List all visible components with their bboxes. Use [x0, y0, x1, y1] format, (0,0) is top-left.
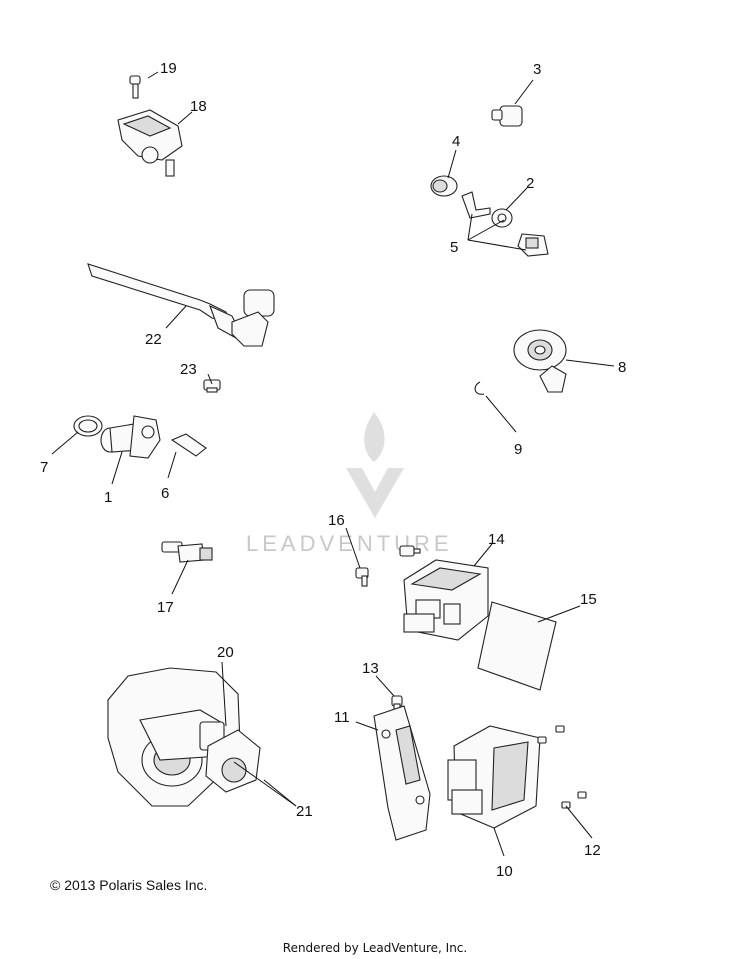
part-3-plug[interactable] [491, 105, 523, 127]
callout-19: 19 [160, 60, 177, 77]
callout-22: 22 [145, 331, 162, 348]
callout-3: 3 [533, 61, 541, 78]
watermark-text: LEADVENTURE [246, 531, 453, 556]
part-7-o-ring[interactable] [73, 415, 103, 437]
part-8-knock-sensor[interactable] [513, 329, 567, 393]
watermark-logo [346, 412, 404, 518]
callout-11: 11 [334, 709, 350, 726]
part-19-bolt[interactable] [129, 75, 141, 99]
copyright-notice: © 2013 Polaris Sales Inc. [50, 877, 208, 893]
part-4-cap[interactable] [430, 175, 458, 197]
part-1-cam-sensor[interactable] [100, 415, 161, 459]
part-10-ecu[interactable] [447, 725, 541, 829]
part-16-screws[interactable] [355, 545, 421, 587]
part-17-temp-sensor[interactable] [161, 541, 213, 563]
callout-1: 1 [104, 489, 112, 506]
callout-23: 23 [180, 361, 197, 378]
callout-10: 10 [496, 863, 513, 880]
callout-4: 4 [452, 133, 460, 150]
callout-15: 15 [580, 591, 597, 608]
callout-labels: 19 18 3 4 2 5 22 8 23 9 7 1 6 16 14 15 1… [40, 60, 626, 880]
callout-17: 17 [157, 599, 174, 616]
part-18-map-sensor[interactable] [117, 109, 183, 177]
callout-13: 13 [362, 660, 379, 677]
part-9-clip[interactable] [474, 381, 485, 395]
callout-2: 2 [526, 175, 534, 192]
callout-8: 8 [618, 359, 626, 376]
rendered-by-footer: Rendered by LeadVenture, Inc. [282, 941, 468, 955]
callout-6: 6 [161, 485, 169, 502]
callout-20: 20 [217, 644, 234, 661]
part-11-bracket[interactable] [373, 705, 431, 841]
part-15-gasket[interactable] [477, 601, 557, 691]
callout-21: 21 [296, 803, 313, 820]
leader-lines [51, 71, 615, 857]
callout-12: 12 [584, 842, 601, 859]
callout-18: 18 [190, 98, 207, 115]
part-6-pin[interactable] [170, 433, 207, 457]
callout-7: 7 [40, 459, 48, 476]
part-21-motor[interactable] [205, 729, 261, 793]
part-22-crank-sensor[interactable] [87, 263, 275, 347]
callout-14: 14 [488, 531, 505, 548]
callout-9: 9 [514, 441, 522, 458]
part-2-washer[interactable] [491, 208, 513, 228]
part-12-screws[interactable] [537, 725, 587, 809]
part-23-bolt[interactable] [203, 379, 221, 393]
callout-16: 16 [328, 512, 345, 529]
part-14-ecu-housing[interactable] [403, 559, 489, 641]
part-5-sensor-kit[interactable] [461, 191, 549, 257]
callout-5: 5 [450, 239, 458, 256]
